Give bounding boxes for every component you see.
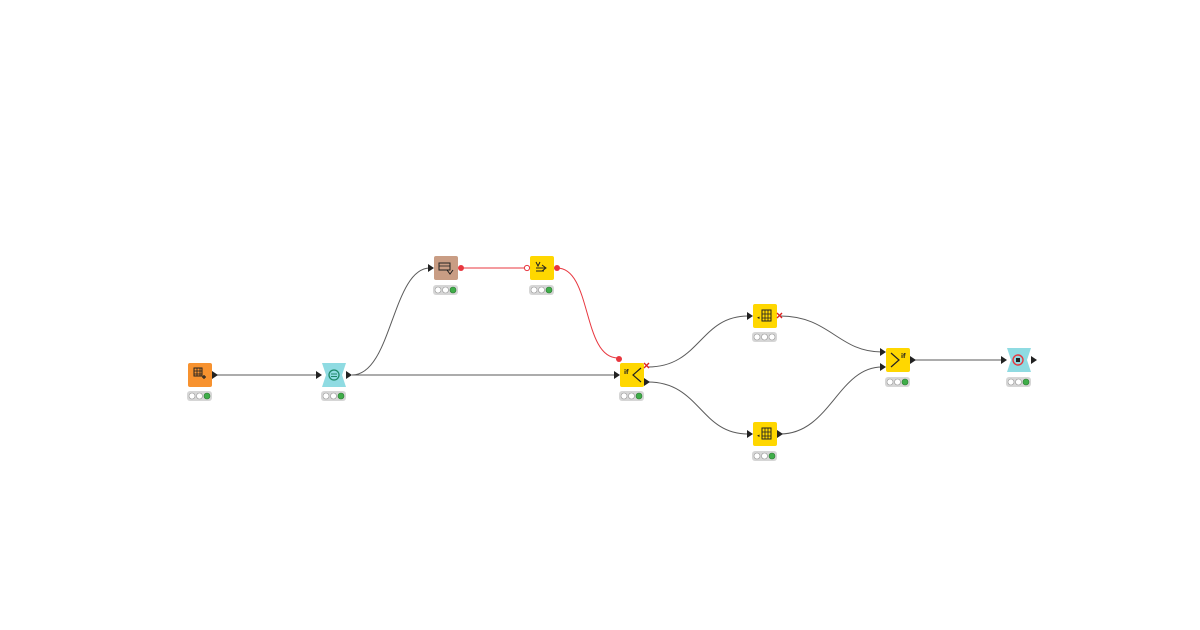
svg-text:◂: ◂ (757, 433, 760, 439)
loop-end-icon (1012, 354, 1024, 366)
output-port[interactable] (777, 430, 783, 438)
output-port[interactable] (1031, 356, 1037, 364)
status-light-yellow (761, 333, 768, 341)
connections-layer (216, 267, 1002, 435)
status-light-yellow (442, 286, 449, 294)
status-light-red (434, 286, 442, 294)
status-light-red (322, 392, 330, 400)
output-port[interactable] (346, 371, 352, 379)
flow-variable-output-port[interactable] (458, 265, 464, 271)
status-light-green (337, 392, 345, 400)
status-light-green (449, 286, 457, 294)
table-to-variable-icon (438, 262, 454, 275)
status-light-red (188, 392, 196, 400)
status-light-green (901, 378, 909, 386)
status-light-green (1022, 378, 1030, 386)
status-light-green (203, 392, 211, 400)
input-port[interactable] (428, 264, 434, 272)
status-traffic-light (752, 451, 777, 461)
node-table-creator[interactable] (187, 363, 218, 401)
column-filter-icon: ◂ (757, 309, 772, 322)
status-traffic-light (1006, 377, 1031, 387)
inactive-port-cross-icon (643, 362, 650, 369)
node-loop-start[interactable] (316, 363, 352, 401)
input-port[interactable] (1001, 356, 1007, 364)
connection-n6-n8[interactable] (779, 315, 883, 353)
loop-start-icon (328, 369, 340, 381)
input-port[interactable] (614, 371, 620, 379)
status-traffic-light (529, 285, 554, 295)
status-light-green (768, 333, 776, 341)
end-if-icon: if (890, 352, 906, 368)
status-light-yellow (628, 392, 635, 400)
node-table-to-variable[interactable] (428, 256, 464, 295)
node-body (620, 363, 644, 387)
status-traffic-light (321, 391, 346, 401)
node-body (434, 256, 458, 280)
svg-text:if: if (901, 353, 906, 360)
status-light-yellow (196, 392, 203, 400)
status-light-yellow (761, 452, 768, 460)
status-traffic-light (187, 391, 212, 401)
if-switch-icon: if (624, 367, 642, 383)
status-traffic-light (885, 377, 910, 387)
flow-variable-input-port[interactable] (523, 264, 531, 272)
input-port[interactable] (316, 371, 322, 379)
status-light-red (530, 286, 538, 294)
node-column-filter-bottom[interactable]: ◂ (747, 422, 783, 461)
status-light-yellow (538, 286, 545, 294)
status-light-red (620, 392, 628, 400)
input-port[interactable] (747, 430, 753, 438)
status-traffic-light (433, 285, 458, 295)
flow-variable-input-port[interactable] (616, 356, 622, 362)
connection-n5-n7[interactable] (647, 381, 749, 435)
status-light-green (545, 286, 553, 294)
node-body (886, 348, 910, 372)
status-light-green (768, 452, 776, 460)
connection-n2-n3[interactable] (351, 267, 431, 376)
input-port-bottom[interactable] (880, 363, 886, 371)
output-port-bottom[interactable] (644, 378, 650, 386)
table-creator-icon (193, 367, 206, 379)
status-traffic-light (752, 332, 777, 342)
status-light-yellow (330, 392, 337, 400)
node-column-filter-top[interactable]: ◂ (747, 304, 783, 342)
output-port[interactable] (910, 356, 916, 364)
connection-n5-n6[interactable] (647, 315, 749, 368)
status-light-red (1007, 378, 1015, 386)
inactive-port-cross-icon (776, 312, 783, 319)
column-filter-icon: ◂ (757, 427, 772, 440)
input-port[interactable] (747, 312, 753, 320)
status-light-red (886, 378, 894, 386)
variable-switch-icon (535, 261, 547, 272)
connection-n4-n5[interactable] (556, 267, 619, 359)
svg-text:◂: ◂ (757, 315, 760, 321)
node-variable-switch[interactable] (523, 256, 560, 295)
node-loop-end[interactable] (1001, 348, 1037, 387)
output-port[interactable] (212, 371, 218, 379)
status-light-green (635, 392, 643, 400)
status-light-yellow (894, 378, 901, 386)
connection-n7-n8[interactable] (779, 366, 883, 435)
status-light-red (753, 333, 761, 341)
status-traffic-light (619, 391, 644, 401)
input-port-top[interactable] (880, 348, 886, 356)
node-end-if[interactable]: if (880, 348, 916, 387)
node-body (322, 363, 346, 387)
status-light-red (753, 452, 761, 460)
svg-text:if: if (624, 369, 629, 376)
node-if-switch[interactable]: if (614, 356, 650, 401)
status-light-yellow (1015, 378, 1022, 386)
flow-variable-output-port[interactable] (554, 265, 560, 271)
